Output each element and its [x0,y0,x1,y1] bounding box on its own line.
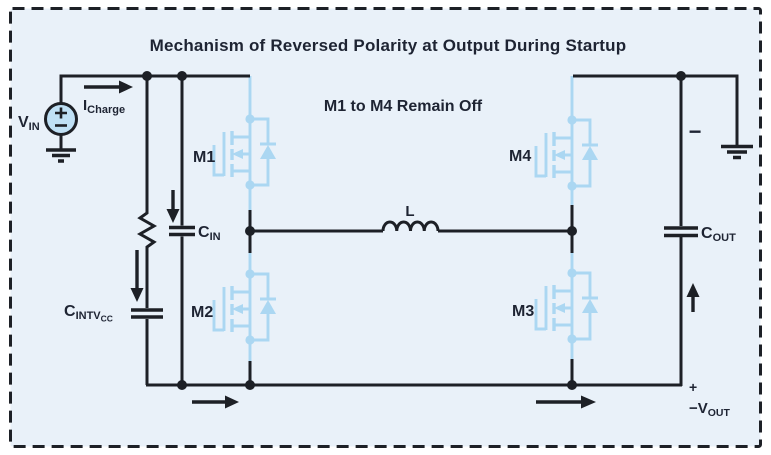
bottom-right-current-arrow [536,395,596,409]
cintvcc-label: CINTVCC [64,303,113,324]
m4-label: M4 [509,148,531,165]
cin-label: CIN [198,224,221,243]
resistor-branch-down-arrow [130,250,144,302]
vin-label: VIN [18,114,40,133]
bottom-left-current-arrow [192,395,239,409]
diagram-title: Mechanism of Reversed Polarity at Output… [150,36,627,55]
vout-plus-sign: + [689,379,697,395]
top-right-rail [573,74,739,145]
m3-label: M3 [512,303,534,320]
mosfet-m4-symbol [534,76,600,207]
cin-capacitor [169,225,195,237]
inductor-label: L [405,203,414,220]
m1-label: M1 [193,149,215,166]
icharge-arrow [84,80,133,94]
cout-up-arrow [686,283,700,312]
mosfet-m3-symbol [534,251,600,361]
inductor-coil [381,220,440,232]
m2-label: M2 [191,304,213,321]
ground-symbol-right [721,144,753,160]
cin-branch-down-arrow [166,190,180,223]
cout-label: COUT [701,225,736,244]
junction-dots [142,71,686,390]
diagram-subtitle: M1 to M4 Remain Off [324,98,483,115]
cout-capacitor [664,226,698,238]
cintvcc-capacitor [131,308,163,319]
vout-label: −VOUT [689,400,731,419]
mosfet-m1-symbol [212,76,278,212]
vin-plus-sign [55,107,67,119]
vin-voltage-source [44,102,78,136]
ground-symbol-left [46,148,76,163]
dashed-border [9,7,762,448]
resistor-branch [136,76,158,385]
icharge-label: ICharge [83,97,125,116]
output-negative-sign: − [689,119,702,144]
mosfet-m2-symbol [212,252,278,363]
